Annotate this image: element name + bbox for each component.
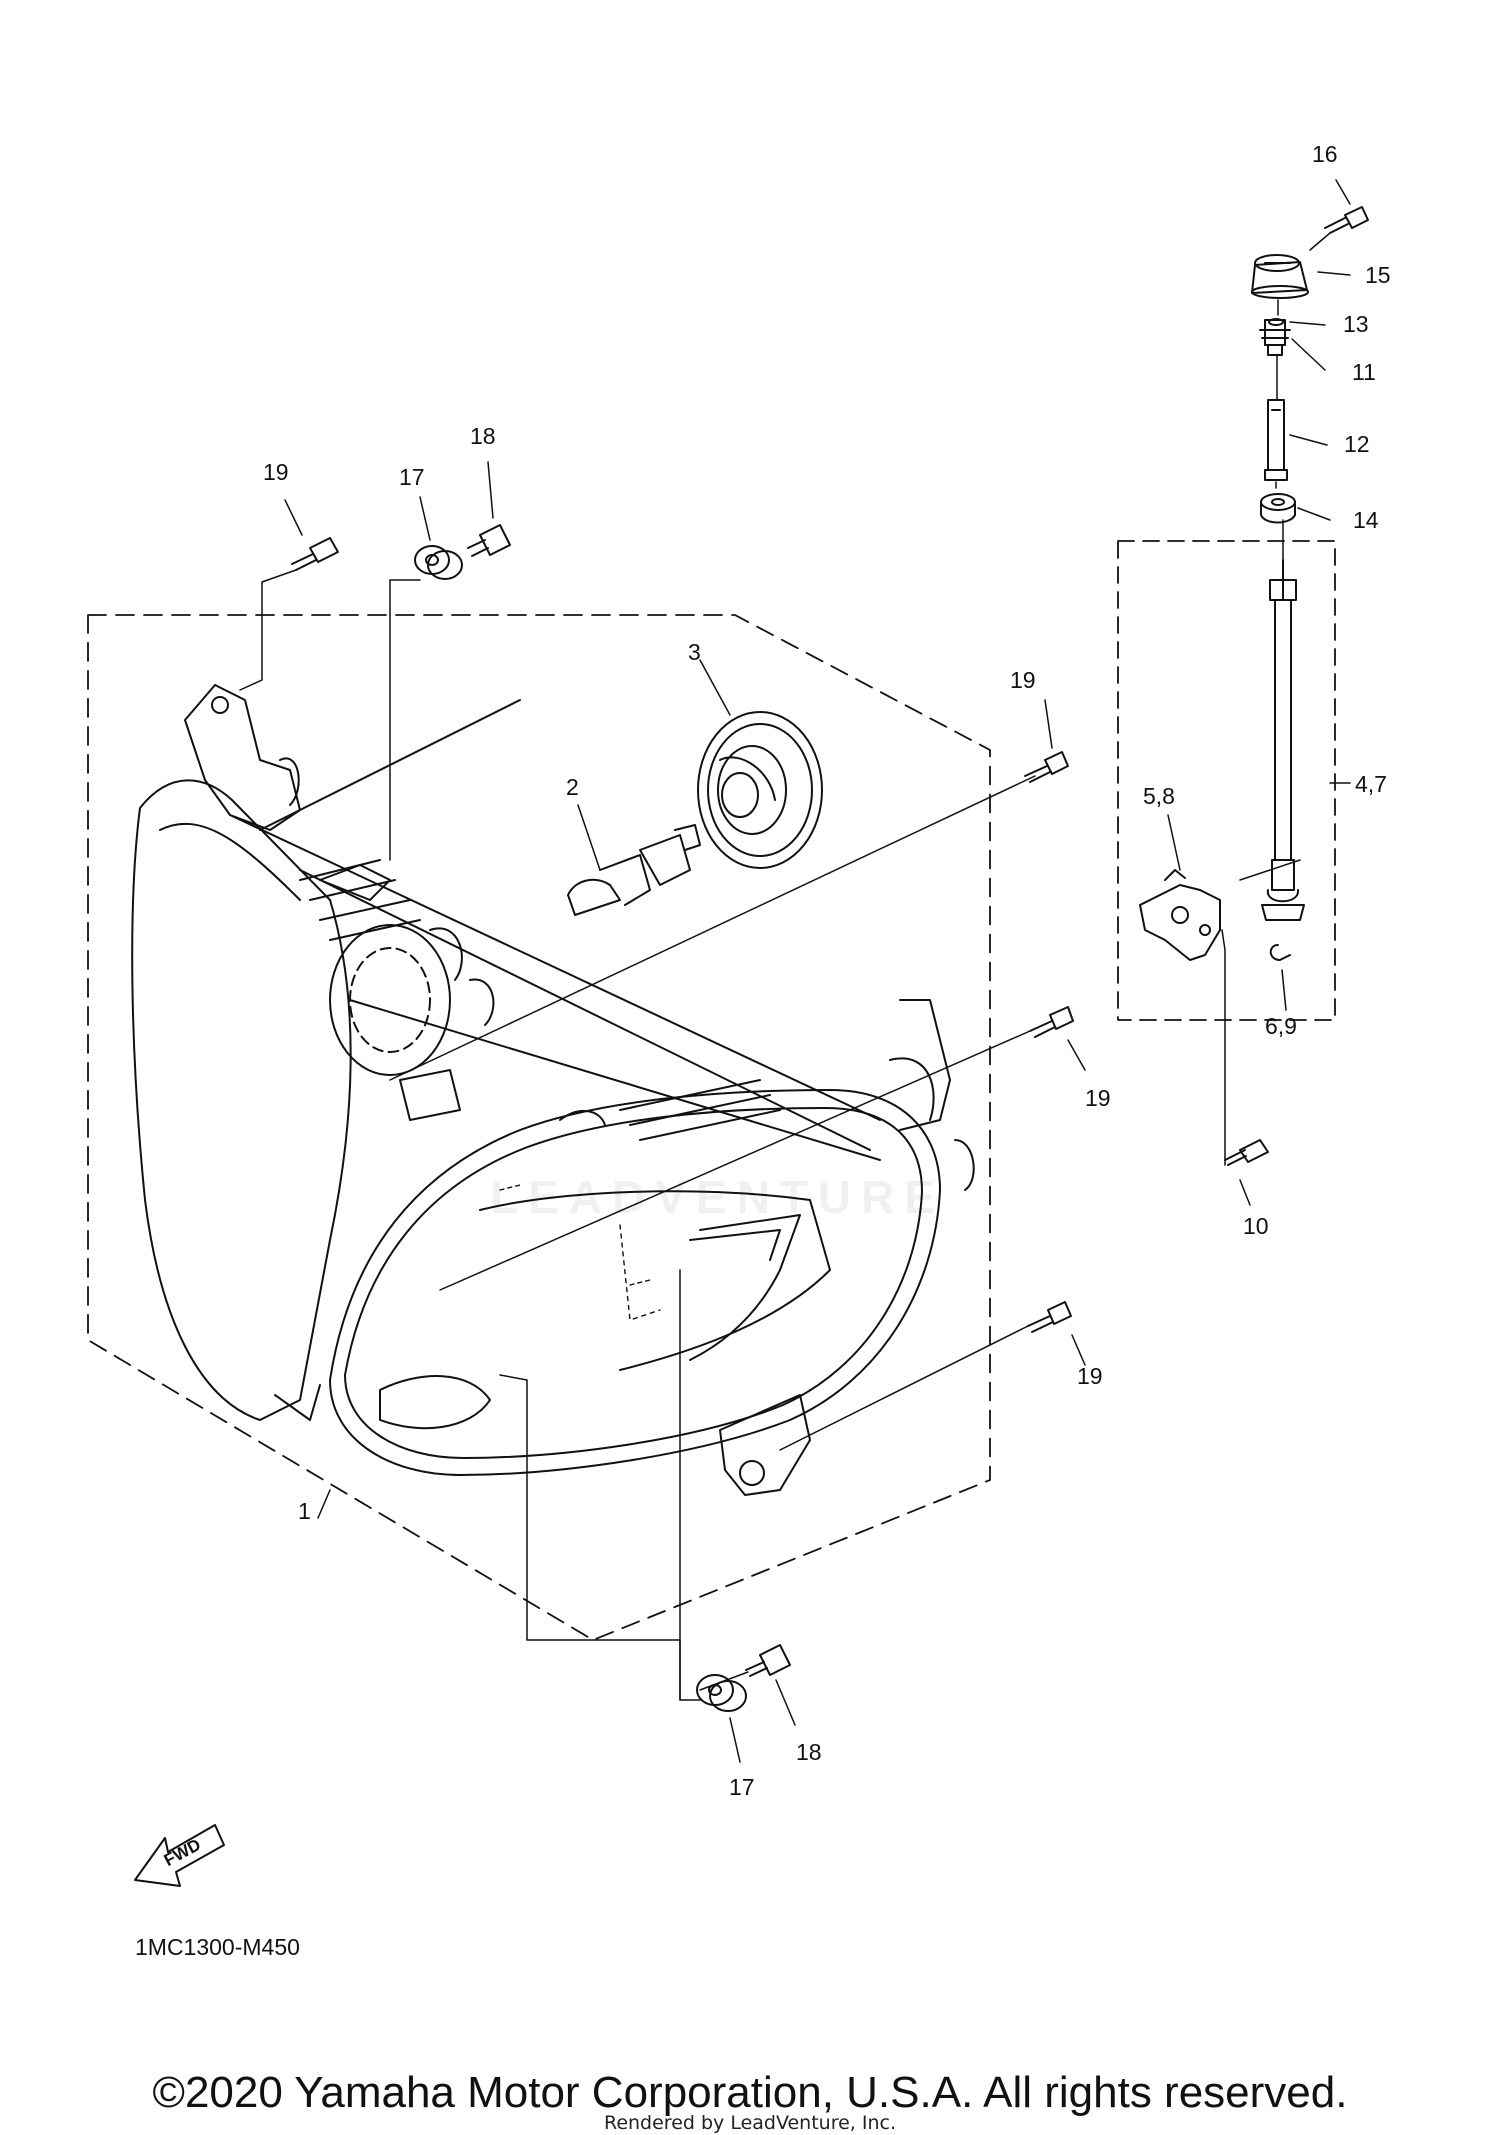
callout-16: 16	[1312, 141, 1338, 167]
callout-3: 3	[688, 639, 701, 665]
callout-6-9: 6,9	[1265, 1013, 1297, 1039]
screw-19-mid-right	[1029, 1006, 1074, 1038]
screw-19-lower-right	[1027, 1301, 1072, 1333]
adjuster-bracket	[1139, 869, 1221, 961]
collar-screw-18-top	[467, 524, 511, 557]
callout-11: 11	[1352, 359, 1376, 385]
leader-lines	[239, 179, 1351, 1763]
bulb	[567, 824, 701, 916]
callout-2: 2	[566, 774, 579, 800]
clip	[1269, 944, 1291, 961]
watermark: LEADVENTURE	[490, 1171, 946, 1223]
assembly-outline-dashed	[87, 614, 991, 1641]
headlight-housing	[131, 684, 975, 1496]
callout-19-upper-right: 19	[1010, 667, 1036, 693]
callout-10: 10	[1243, 1213, 1269, 1239]
screw-19-top-left	[291, 537, 339, 571]
rendered-by-notice: Rendered by LeadVenture, Inc.	[603, 2112, 897, 2134]
callout-14: 14	[1353, 507, 1379, 533]
screw-19-upper-right	[1024, 751, 1069, 783]
callout-17-top: 17	[399, 464, 425, 490]
adjuster-rod	[1264, 399, 1288, 481]
nut-14	[1260, 493, 1296, 524]
collar-screw-18-bottom	[745, 1644, 791, 1677]
screw-16	[1324, 206, 1369, 234]
fwd-arrow	[134, 1824, 225, 1887]
screw-10	[1224, 1139, 1269, 1166]
callout-1: 1	[298, 1498, 311, 1524]
grommet-17-top	[414, 545, 463, 580]
callout-19-top-left: 19	[263, 459, 289, 485]
copyright-notice: ©2020 Yamaha Motor Corporation, U.S.A. A…	[152, 2068, 1348, 2117]
callout-18-top: 18	[470, 423, 496, 449]
bulb-cover	[697, 711, 823, 869]
callout-4-7: 4,7	[1355, 771, 1387, 797]
grommet-17-bottom	[696, 1674, 747, 1712]
callout-19-lower-right: 19	[1077, 1363, 1103, 1389]
callout-19-mid-right: 19	[1085, 1085, 1111, 1111]
callout-17-bottom: 17	[729, 1774, 755, 1800]
callout-18-bottom: 18	[796, 1739, 822, 1765]
drawing-code: 1MC1300-M450	[135, 1934, 300, 1960]
knob-cap	[1251, 254, 1309, 299]
o-ring	[1268, 318, 1284, 326]
callout-12: 12	[1344, 431, 1370, 457]
callout-13: 13	[1343, 311, 1369, 337]
adjuster-shaft	[1261, 559, 1305, 921]
adjuster-nut	[1259, 319, 1291, 356]
callout-15: 15	[1365, 262, 1391, 288]
adjuster-box-dashed	[1117, 540, 1336, 1021]
callout-5-8: 5,8	[1143, 783, 1175, 809]
